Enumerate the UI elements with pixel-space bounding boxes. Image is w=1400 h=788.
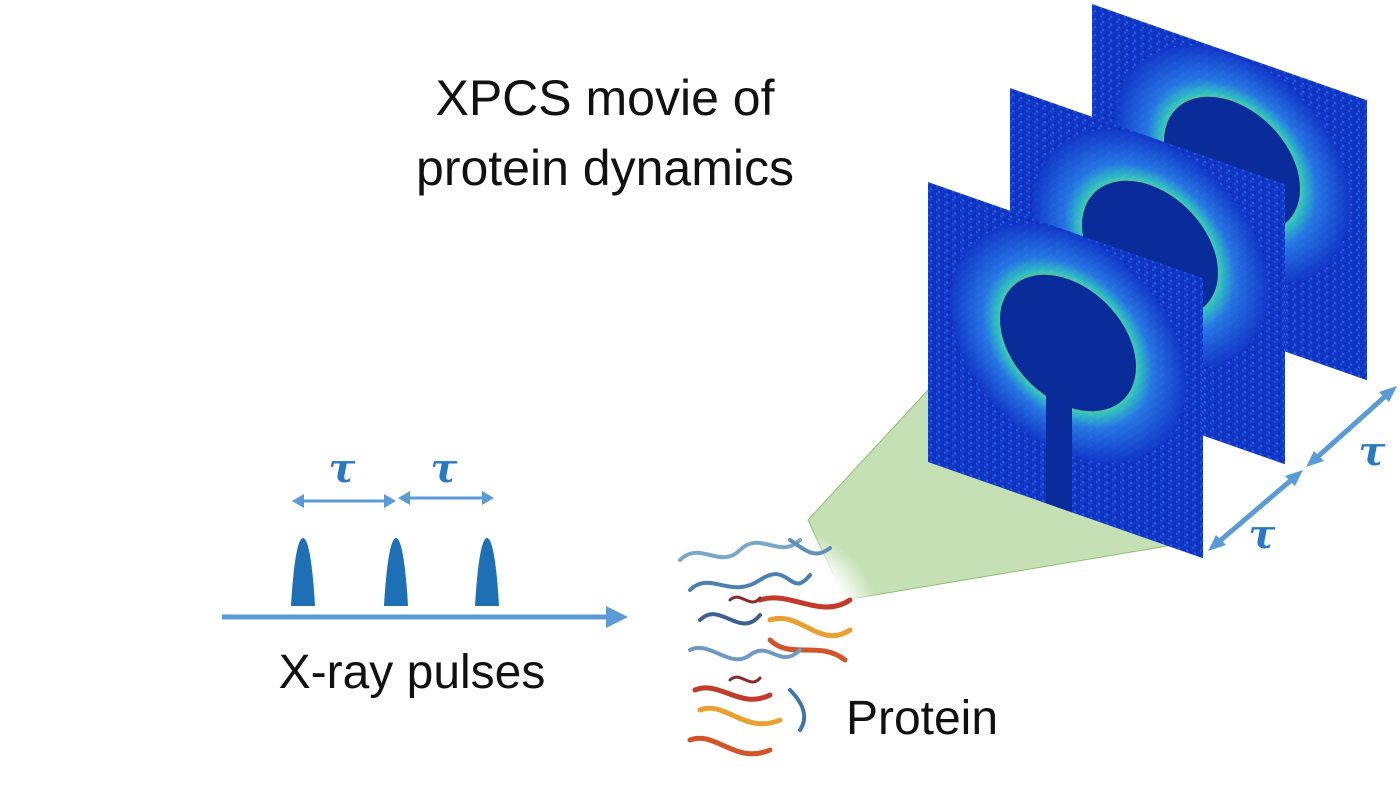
gaussian-pulse-icon — [475, 538, 499, 606]
arrowhead-icon — [384, 494, 396, 508]
arrowhead-icon — [292, 494, 304, 508]
gaussian-pulse-icon — [291, 538, 315, 606]
title-line-1: XPCS movie of — [435, 70, 774, 126]
arrowhead-icon — [606, 606, 628, 628]
tau-label-frame-2: τ — [1359, 428, 1386, 475]
gaussian-pulse-icon — [384, 538, 408, 606]
title-line-2: protein dynamics — [416, 140, 794, 196]
tau-label-pulse-1: τ — [329, 445, 356, 492]
arrowhead-icon — [398, 491, 410, 505]
x-ray-pulses-label: X-ray pulses — [279, 646, 546, 699]
tau-label-pulse-2: τ — [431, 445, 458, 492]
arrowhead-icon — [482, 491, 494, 505]
protein-label: Protein — [846, 692, 998, 745]
tau-label-frame-1: τ — [1249, 511, 1276, 558]
